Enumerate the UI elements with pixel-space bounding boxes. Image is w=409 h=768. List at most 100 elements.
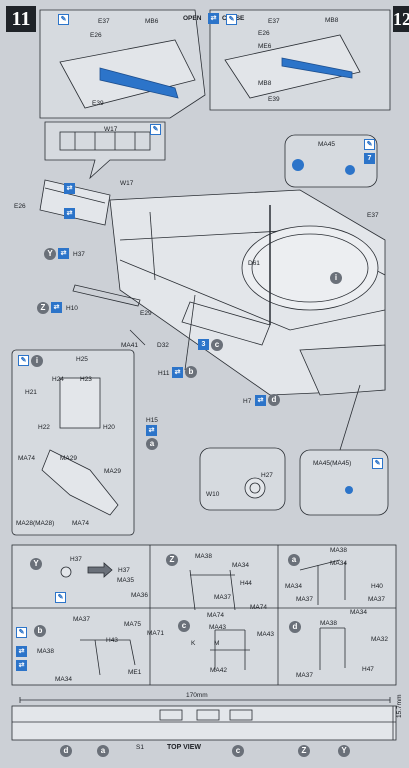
main-label-h37: H37 [73,251,85,258]
photo-etch-icon-2: ✎ [226,14,237,25]
callout-c: c [211,339,223,351]
photo-etch-icon-7: ✎ [55,592,66,603]
tl-label-mb6: MB6 [145,18,159,25]
tr-label-e39: E39 [268,96,280,103]
sub-callout-c: c [178,620,190,632]
open-close-icon: ⇄ [208,13,219,24]
callout-i: i [330,272,342,284]
dimension-label: 170mm [186,692,208,699]
sub-callout-b: b [34,625,46,637]
main-label-w17: W17 [120,180,134,187]
glue-icon-5: 3 [198,339,209,350]
glue-icon-2: ⇄ [64,208,75,219]
main-label-h15: H15 [146,417,158,424]
sub-callout-z: Z [166,554,178,566]
callout-z: Z [37,302,49,314]
li-label-h20: H20 [103,424,115,431]
sy-h37: H37 [70,556,82,563]
sa-ma34: MA34 [330,560,347,567]
sc-ma74b: MA74 [250,604,267,611]
photo-etch-icon: ✎ [58,14,69,25]
sb-ma75: MA75 [124,621,141,628]
callout-y: Y [44,248,56,260]
sb-ma71: MA71 [147,630,164,637]
sy-h37b: H37 [118,567,130,574]
main-label-d32: D32 [157,342,169,349]
tr-label-e37: E37 [268,18,280,25]
tr-label-me6: ME6 [258,43,272,50]
sub-callout-y: Y [30,558,42,570]
sz-ma38: MA38 [195,553,212,560]
sc-ma43: MA43 [209,624,226,631]
sd-ma38: MA38 [320,620,337,627]
main-label-h11: H11 [158,370,170,377]
tl-label-e26: E26 [90,32,102,39]
sa-ma37b: MA37 [368,596,385,603]
sub-callout-a: a [288,554,300,566]
callout-b: b [185,366,197,378]
sy-ma36: MA36 [131,592,148,599]
wi-label-h27: H27 [261,472,273,479]
main-label-e26: E26 [14,203,26,210]
photo-etch-icon-4: ✎ [364,139,375,150]
side-dimension-label: 15.7mm [396,694,403,718]
bottom-callout-c: c [232,745,244,757]
sd-ma32: MA32 [371,636,388,643]
li-label-ma74b: MA74 [72,520,89,527]
sc-k: K [191,640,196,647]
glue-icon-1: ⇄ [64,183,75,194]
next-step-badge: 12 [393,6,409,32]
sb-ma37: MA37 [73,616,90,623]
sc-ma43b: MA43 [257,631,274,638]
sc-m: M [214,640,220,647]
repeat-x7-icon: 7 [364,153,375,164]
main-label-h7: H7 [243,398,252,405]
bottom-callout-z: Z [298,745,310,757]
tr-label-mb8: MB8 [325,17,339,24]
tr-label-e26: E26 [258,30,270,37]
sb-ma34: MA34 [55,676,72,683]
w17-inset-label: W17 [104,126,118,133]
open-label: OPEN [183,15,202,22]
tr-label-mb8b: MB8 [258,80,272,87]
main-label-h10: H10 [66,305,78,312]
bottom-callout-y: Y [338,745,350,757]
glue-icon-6: ⇄ [172,367,183,378]
top-view-s1: S1 [136,744,144,751]
li-label-ma29: MA29 [60,455,77,462]
glue-icon-4: ⇄ [51,302,62,313]
callout-d: d [268,394,280,406]
sa-ma38: MA38 [330,547,347,554]
glue-icon-10: ⇄ [16,660,27,671]
ma45-label: MA45 [318,141,335,148]
sz-ma37: MA37 [214,594,231,601]
sz-ma34: MA34 [232,562,249,569]
photo-etch-icon-6: ✎ [372,458,383,469]
bottom-callout-d: d [60,745,72,757]
wi-label-w10: W10 [206,491,220,498]
photo-etch-icon-8: ✎ [16,627,27,638]
glue-icon-7: ⇄ [255,395,266,406]
step-number-badge: 11 [6,6,36,32]
photo-etch-icon-5: ✎ [18,355,29,366]
glue-icon-9: ⇄ [16,646,27,657]
li-label-ma74: MA74 [18,455,35,462]
callout-i-2: i [31,355,43,367]
sd-ma37: MA37 [296,672,313,679]
sz-h44: H44 [240,580,252,587]
sa-ma37: MA37 [296,596,313,603]
main-label-e29: E29 [140,310,152,317]
bottom-callout-a: a [97,745,109,757]
sy-ma35: MA35 [117,577,134,584]
sd-h47: H47 [362,666,374,673]
li-label-h23: H23 [80,376,92,383]
sb-ma38: MA38 [37,648,54,655]
sa-ma34b: MA34 [285,583,302,590]
li-label-ma29b: MA29 [104,468,121,475]
sb-me1: ME1 [128,669,142,676]
main-label-e37: E37 [367,212,379,219]
top-view-label: TOP VIEW [167,744,201,751]
sc-ma42: MA42 [210,667,227,674]
